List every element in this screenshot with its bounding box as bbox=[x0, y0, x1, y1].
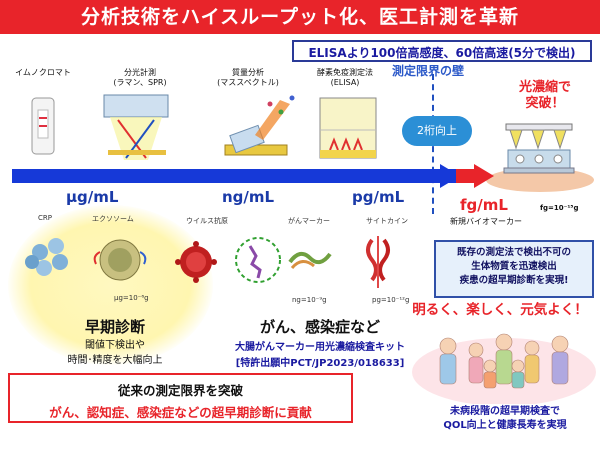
method-spectroscopy-sub: (ラマン、SPR) bbox=[113, 78, 167, 87]
conc-pg: pg/mL bbox=[352, 188, 405, 206]
method-spectroscopy: 分光計測 (ラマン、SPR) bbox=[100, 68, 180, 88]
bottom-line-1: 従来の測定限界を突破 bbox=[117, 383, 243, 398]
promo-box: ELISAより100倍高感度、60倍高速(5分で検出) bbox=[292, 40, 592, 62]
method-elisa-name: 酵素免疫測定法 bbox=[317, 68, 373, 77]
slogan: 明るく、楽しく、元気よく！ bbox=[412, 302, 588, 318]
family-illustration bbox=[412, 333, 596, 404]
conc-ng: ng/mL bbox=[222, 188, 275, 206]
method-mass: 質量分析 (マススペクトル) bbox=[208, 68, 288, 88]
measurement-wall-label: 測定限界の壁 bbox=[392, 64, 465, 78]
breakthrough-label: 光濃縮で 突破！ bbox=[500, 80, 590, 112]
photo-concentration-device bbox=[486, 123, 594, 192]
early-diagnosis-heading: 早期診断 bbox=[84, 318, 145, 336]
label-crp: CRP bbox=[38, 214, 52, 222]
crp-molecule bbox=[25, 238, 68, 276]
right-info-line-3: 疾患の超早期診断を実現! bbox=[459, 275, 569, 286]
label-cancer-marker: がんマーカー bbox=[288, 217, 330, 225]
breakthrough-line-2: 突破！ bbox=[525, 96, 565, 111]
methods-illustration bbox=[31, 94, 377, 160]
family-caption-line-1: 未病段階の超早期検査で bbox=[450, 406, 560, 417]
method-immuno-name: イムノクロマト bbox=[15, 68, 71, 77]
label-cytokine: サイトカイン bbox=[366, 217, 408, 225]
conc-ug: μg/mL bbox=[66, 188, 119, 206]
method-elisa: 酵素免疫測定法 (ELISA) bbox=[300, 68, 390, 88]
concentration-arrow bbox=[12, 164, 494, 188]
spectroscopy-illustration bbox=[103, 94, 169, 160]
elisa-wells bbox=[319, 97, 377, 159]
method-immuno: イムノクロマト bbox=[8, 68, 78, 78]
cytokine-molecule bbox=[366, 236, 390, 288]
label-exosome: エクソソーム bbox=[92, 215, 134, 223]
method-elisa-sub: (ELISA) bbox=[330, 78, 360, 87]
patent-label: [特許出願中PCT/JP2023/018633] bbox=[235, 358, 405, 369]
bottom-line-2: がん、認知症、感染症などの超早期診断に貢献 bbox=[49, 405, 312, 420]
exosome-particle bbox=[93, 239, 147, 281]
bottom-summary-box: 従来の測定限界を突破 がん、認知症、感染症などの超早期診断に貢献 bbox=[8, 373, 353, 423]
method-mass-name: 質量分析 bbox=[232, 68, 264, 77]
family-caption-line-2: QOL向上と健康長寿を実現 bbox=[443, 420, 567, 431]
new-biomarker-label: 新規バイオマーカー bbox=[450, 217, 522, 226]
early-diagnosis-line-1: 閾値下検出や bbox=[85, 340, 145, 351]
immunochromatography-strip bbox=[31, 97, 55, 155]
colorectal-kit-label: 大腸がんマーカー用光濃縮検査キット bbox=[235, 342, 405, 353]
two-digit-badge: 2桁向上 bbox=[402, 116, 472, 146]
mass-spec-illustration bbox=[224, 95, 295, 156]
cancer-infection-heading: がん、感染症など bbox=[259, 318, 380, 336]
biomarker-illustrations bbox=[25, 236, 390, 288]
cancer-infection-block: がん、感染症など 大腸がんマーカー用光濃縮検査キット [特許出願中PCT/JP2… bbox=[205, 316, 435, 369]
virus-antigen-zoom bbox=[235, 237, 281, 283]
breakthrough-line-1: 光濃縮で bbox=[518, 80, 571, 95]
fg-note: fg=10⁻¹⁵g bbox=[540, 204, 579, 212]
unit-note-ug: μg=10⁻⁶g bbox=[114, 294, 149, 302]
page-title: 分析技術をハイスループット化、医工計測を革新 bbox=[0, 0, 600, 34]
family-caption: 未病段階の超早期検査で QOL向上と健康長寿を実現 bbox=[410, 405, 600, 433]
right-info-line-1: 既存の測定法で検出不可の bbox=[456, 247, 571, 258]
method-mass-sub: (マススペクトル) bbox=[217, 78, 279, 87]
early-diagnosis-line-2: 時間･精度を大幅向上 bbox=[67, 355, 163, 366]
right-info-box: 既存の測定法で検出不可の 生体物質を迅速検出 疾患の超早期診断を実現! bbox=[434, 240, 594, 298]
virus-particle bbox=[175, 241, 217, 283]
early-diagnosis-highlight bbox=[8, 205, 213, 365]
right-info-line-2: 生体物質を迅速検出 bbox=[471, 261, 557, 272]
label-virus: ウイルス抗原 bbox=[186, 217, 228, 225]
unit-note-pg: pg=10⁻¹²g bbox=[372, 296, 410, 304]
early-diagnosis-block: 早期診断 閾値下検出や 時間･精度を大幅向上 bbox=[20, 316, 210, 367]
unit-note-ng: ng=10⁻⁹g bbox=[292, 296, 327, 304]
method-spectroscopy-name: 分光計測 bbox=[124, 68, 156, 77]
cancer-marker-molecule bbox=[288, 251, 332, 270]
conc-fg: fg/mL bbox=[460, 196, 508, 214]
